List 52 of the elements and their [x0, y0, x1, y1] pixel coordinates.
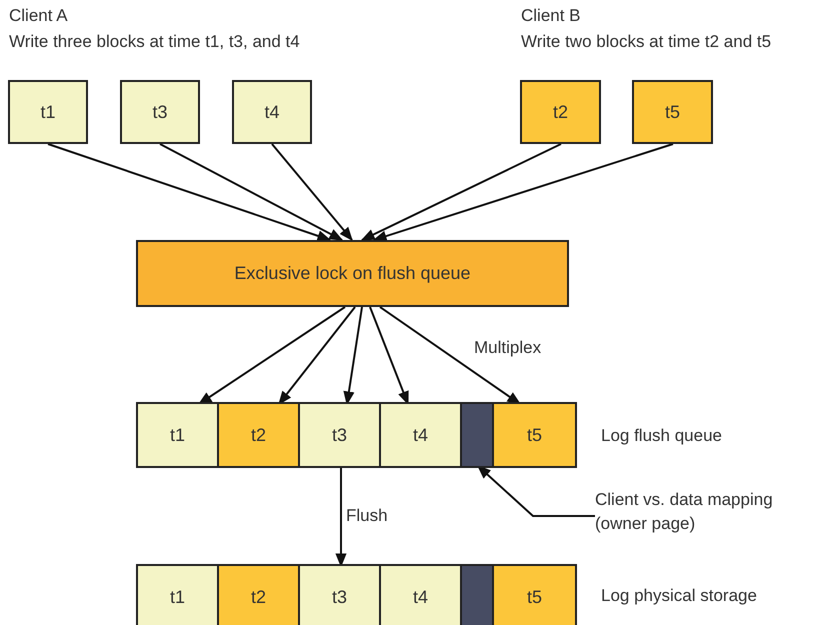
process-box: [632, 80, 713, 144]
block-cell: [138, 404, 219, 466]
block-label: Exclusive lock on flush queue: [234, 263, 471, 284]
block-cell: [300, 404, 381, 466]
block-cell: [494, 404, 575, 466]
arrow: [271, 143, 353, 242]
block-label: t2: [552, 102, 568, 122]
arrow: [160, 143, 344, 241]
block-cell: [381, 566, 462, 625]
arrow: [198, 306, 346, 405]
block-cell: [300, 566, 381, 625]
heading-text: Write two blocks at time t2 and t5: [521, 32, 772, 52]
block-label: t5: [526, 586, 542, 608]
block-label: t1: [170, 424, 185, 446]
block-label: t3: [332, 424, 347, 446]
arrow: [360, 143, 562, 241]
process-box: [8, 80, 88, 144]
row-label: Log physical storage: [601, 586, 757, 606]
process-box: [520, 80, 601, 144]
row-label: Log flush queue: [601, 426, 722, 446]
process-box: [120, 80, 200, 144]
block-label: t1: [40, 102, 56, 122]
mapping-block: [462, 566, 494, 625]
heading-text: Client B: [521, 6, 581, 26]
process-box: [232, 80, 312, 144]
block-label: t5: [664, 102, 680, 122]
block-label: t2: [250, 424, 266, 446]
arrow: [379, 306, 522, 405]
arrow: [48, 143, 332, 242]
process-box: [136, 240, 569, 307]
arrow: [372, 143, 674, 242]
block-label: t1: [170, 586, 185, 608]
annotation-text: Multiplex: [474, 338, 542, 358]
leader-line: [476, 465, 595, 517]
block-label: t3: [152, 102, 168, 122]
heading-text: Client A: [9, 6, 68, 26]
block-label: t2: [250, 586, 266, 608]
block-cell: [381, 404, 462, 466]
mapping-block: [462, 404, 494, 466]
block-cell: [494, 566, 575, 625]
block-label: t4: [412, 586, 428, 608]
queue-bar: [136, 564, 577, 625]
note-text: Client vs. data mapping (owner page): [595, 488, 795, 544]
block-cell: [219, 566, 300, 625]
block-cell: [138, 566, 219, 625]
block-label: t3: [332, 586, 347, 608]
heading-text: Write three blocks at time t1, t3, and t4: [9, 32, 300, 52]
block-label: t5: [526, 424, 542, 446]
block-label: t4: [264, 102, 280, 122]
block-label: t4: [412, 424, 428, 446]
block-cell: [219, 404, 300, 466]
queue-bar: [136, 402, 577, 468]
